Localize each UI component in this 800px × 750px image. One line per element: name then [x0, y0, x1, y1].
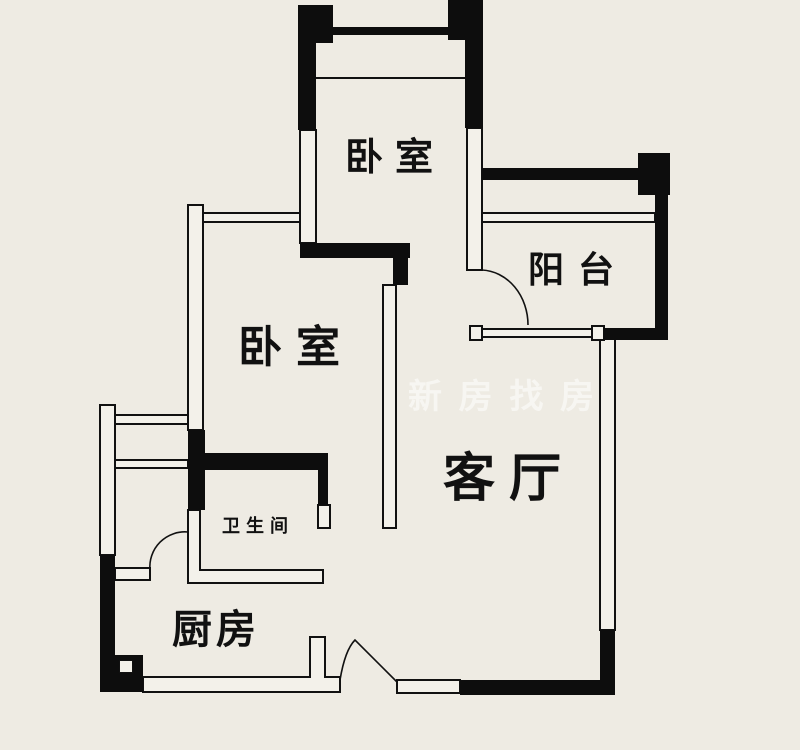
kitchen-door-arc: [149, 531, 189, 571]
label-living-room: 客厅: [443, 448, 575, 509]
walls-solid: [100, 0, 670, 695]
balcony-door-arc: [481, 269, 529, 326]
label-bathroom: 卫生间: [222, 515, 294, 537]
label-kitchen: 厨房: [172, 606, 260, 653]
entrance-door: [339, 638, 398, 683]
label-bedroom-middle: 卧室: [238, 322, 354, 373]
doors: [149, 269, 529, 683]
label-balcony: 阳台: [528, 249, 628, 291]
label-bedroom-top: 卧室: [345, 134, 445, 179]
